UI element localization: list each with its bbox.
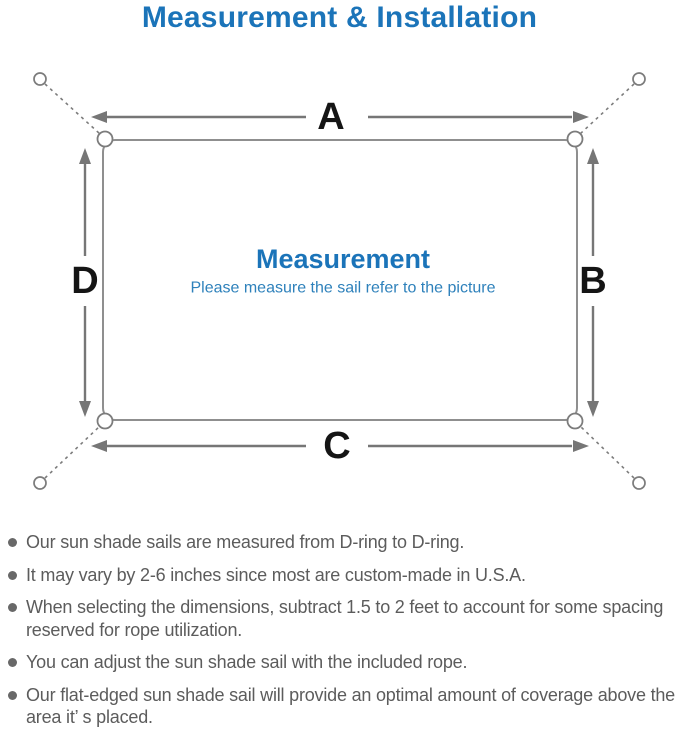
notes-list: Our sun shade sails are measured from D-… (8, 531, 677, 739)
note-text: When selecting the dimensions, subtract … (26, 597, 664, 640)
anchor-ring-icon (632, 476, 646, 490)
rope-line-bottom-right (579, 425, 635, 479)
arrowhead-right-icon (573, 111, 589, 123)
anchor-ring-icon (632, 72, 646, 86)
note-text: You can adjust the sun shade sail with t… (26, 652, 468, 672)
note-text: Our flat-edged sun shade sail will provi… (26, 684, 675, 728)
dimension-arrowheads (79, 111, 599, 452)
sail-measurement-diagram: A B C D Measurement Please measure the s… (33, 72, 646, 490)
rope-dashed-lines (44, 83, 635, 479)
page-title: Measurement & Installation (141, 1, 538, 34)
arrowhead-left-icon (91, 111, 107, 123)
list-item: You can adjust the sun shade sail with t… (8, 651, 677, 674)
bullet-icon (8, 690, 17, 700)
anchor-ring-icon (33, 476, 47, 490)
dimension-label-d: D (71, 260, 98, 302)
list-item: When selecting the dimensions, subtract … (8, 596, 677, 641)
list-item: It may vary by 2-6 inches since most are… (8, 564, 677, 587)
arrowhead-up-icon (587, 148, 599, 164)
dimension-label-c: C (323, 425, 350, 467)
d-ring-icon (96, 130, 114, 148)
note-text: Our sun shade sails are measured from D-… (26, 532, 465, 552)
arrowhead-up-icon (79, 148, 91, 164)
arrowhead-down-icon (79, 401, 91, 417)
rope-line-top-left (44, 83, 101, 135)
diagram-center-subtext: Please measure the sail refer to the pic… (190, 280, 495, 297)
d-ring-icon (566, 412, 584, 430)
bullet-icon (8, 603, 17, 612)
diagram-center-heading: Measurement (256, 244, 430, 274)
dimension-arrow-lines (83, 115, 595, 448)
rope-line-top-right (579, 83, 635, 135)
arrowhead-left-icon (91, 440, 107, 452)
anchor-ring-icon (33, 72, 47, 86)
sail-outline (102, 139, 578, 421)
d-ring-icon (96, 412, 114, 430)
dimension-label-b: B (579, 260, 606, 302)
dimension-label-a: A (317, 96, 344, 138)
bullet-icon (8, 570, 17, 580)
anchor-points (33, 72, 646, 490)
list-item: Our flat-edged sun shade sail will provi… (8, 684, 677, 729)
arrowhead-right-icon (573, 440, 589, 452)
d-ring-icon (566, 130, 584, 148)
bullet-icon (8, 658, 17, 667)
arrowhead-down-icon (587, 401, 599, 417)
list-item: Our sun shade sails are measured from D-… (8, 531, 677, 554)
bullet-icon (8, 538, 17, 547)
note-text: It may vary by 2-6 inches since most are… (26, 564, 526, 585)
rope-line-bottom-left (44, 425, 101, 479)
sail-d-rings (96, 130, 584, 430)
